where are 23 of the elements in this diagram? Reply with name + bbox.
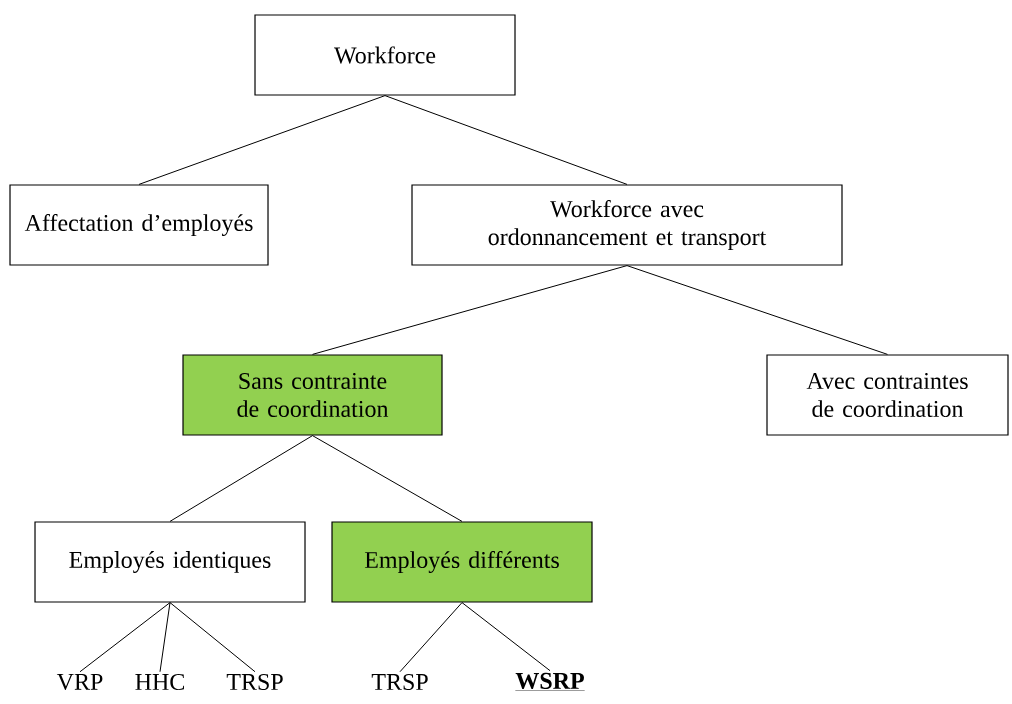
category-box: Employés identiques [34,521,306,603]
connector-line [79,602,171,673]
connector-line [138,95,386,185]
connector-line [312,265,628,355]
category-box: Workforce avec ordonnancement et transport [411,184,843,266]
connector-line [626,265,888,355]
connector-line [399,602,463,673]
connector-line [312,435,463,522]
category-box: Sans contrainte de coordination [182,354,443,436]
leaf-label: TRSP [226,673,283,691]
connector-line [159,602,171,673]
connector-line [384,95,628,185]
category-box: Affectation d’employés [9,184,269,266]
leaf-label: VRP [56,673,103,691]
category-box: Employés différents [331,521,593,603]
connector-line [169,602,256,673]
leaf-label: TRSP [371,673,428,691]
category-box: Workforce [254,14,516,96]
category-box: Avec contraintes de coordination [766,354,1009,436]
leaf-label: HHC [135,673,184,691]
connector-line [461,602,551,672]
connector-line [169,435,313,522]
leaf-label: WSRP [515,672,585,691]
